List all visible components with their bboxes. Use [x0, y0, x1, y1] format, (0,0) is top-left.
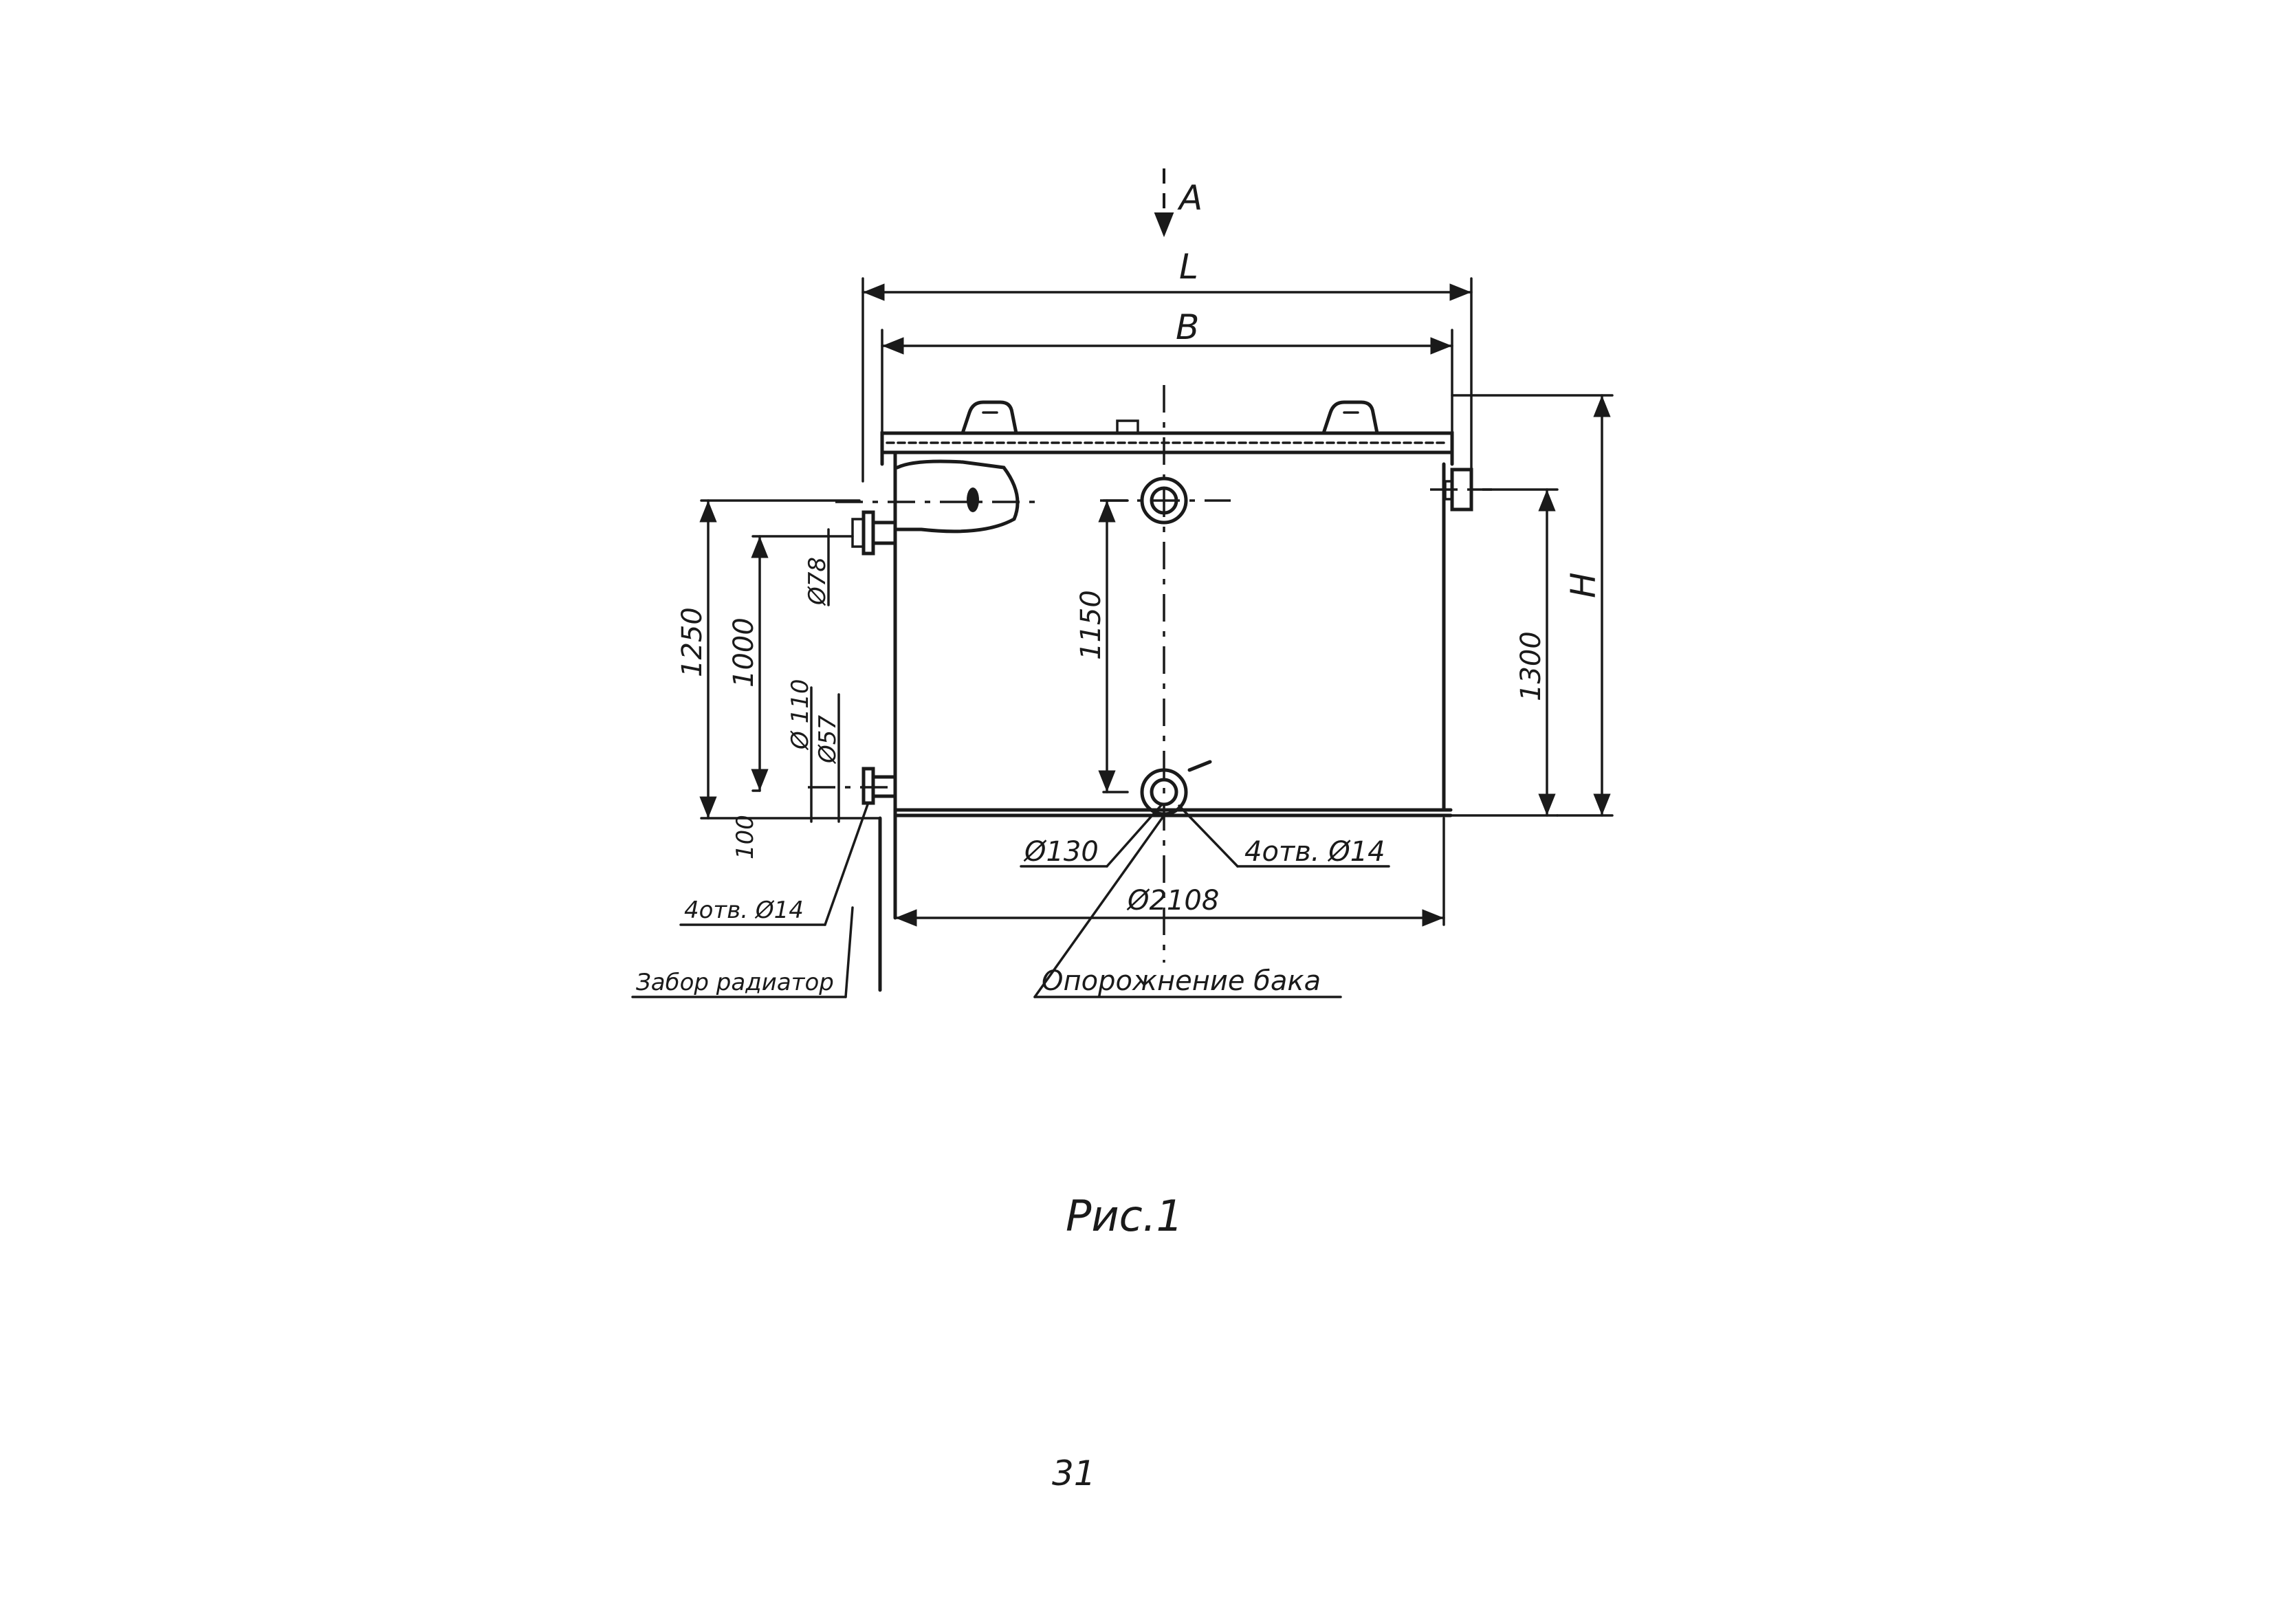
- callout-intake: Забор радиатор: [631, 906, 854, 998]
- view-arrow-a: A: [1154, 168, 1203, 237]
- dim-label-B: B: [1176, 307, 1199, 347]
- dia-label-110: Ø 110: [787, 679, 814, 751]
- dia-label-130: Ø130: [1023, 836, 1099, 868]
- dimension-height-H: H: [1451, 394, 1614, 817]
- leader-holes-left: 4отв. Ø14: [679, 803, 869, 926]
- dimension-center-1150: 1150: [1075, 499, 1129, 793]
- dia-label-2108: Ø2108: [1126, 885, 1219, 917]
- dimension-left-1000: 1000: [728, 535, 854, 792]
- left-flange-lower: [808, 767, 897, 805]
- holes-label-right: 4отв. Ø14: [1244, 836, 1385, 868]
- lifting-lug-right: [1321, 400, 1379, 435]
- dim-label-L: L: [1179, 247, 1198, 287]
- dimension-overall-length: L: [861, 247, 1473, 483]
- dim-label-1150: 1150: [1075, 590, 1107, 660]
- callout-intake-label: Забор радиатор: [636, 969, 834, 996]
- figure-caption: Рис.1: [1066, 1191, 1183, 1241]
- dimension-width: B: [881, 307, 1453, 441]
- tank-lid: [880, 400, 1454, 466]
- top-nozzle: [835, 459, 1035, 534]
- drain-ring: [1140, 760, 1212, 816]
- dia-label-78: Ø78: [804, 557, 831, 606]
- dim-label-1300: 1300: [1515, 631, 1547, 701]
- dimension-bottom-100: 100: [732, 789, 761, 859]
- tank-body: [878, 452, 1453, 992]
- lid-fitting: [1116, 419, 1139, 435]
- view-arrow-label: A: [1177, 178, 1203, 218]
- dim-label-100: 100: [732, 815, 759, 859]
- dimension-right-1300: 1300: [1449, 488, 1559, 817]
- left-flange-upper: [851, 510, 897, 556]
- lifting-lug-left: [960, 400, 1018, 435]
- dimension-tank-diameter: Ø2108: [894, 817, 1445, 927]
- dim-label-1250: 1250: [677, 607, 708, 677]
- holes-label-left: 4отв. Ø14: [684, 897, 804, 924]
- page-number: 31: [1052, 1453, 1096, 1493]
- diameter-labels-left: Ø78 Ø 110 Ø57: [787, 528, 842, 823]
- dim-label-1000: 1000: [728, 617, 760, 688]
- callout-drain-label: Опорожнение бака: [1042, 965, 1321, 997]
- dimension-left-1250: 1250: [677, 499, 881, 820]
- leader-holes-right: 4отв. Ø14: [1178, 804, 1390, 868]
- callout-drain: Опорожнение бака: [1033, 814, 1342, 998]
- dim-label-H: H: [1563, 572, 1603, 598]
- dia-label-57: Ø57: [814, 715, 842, 765]
- leader-dia-130: Ø130: [1020, 803, 1163, 868]
